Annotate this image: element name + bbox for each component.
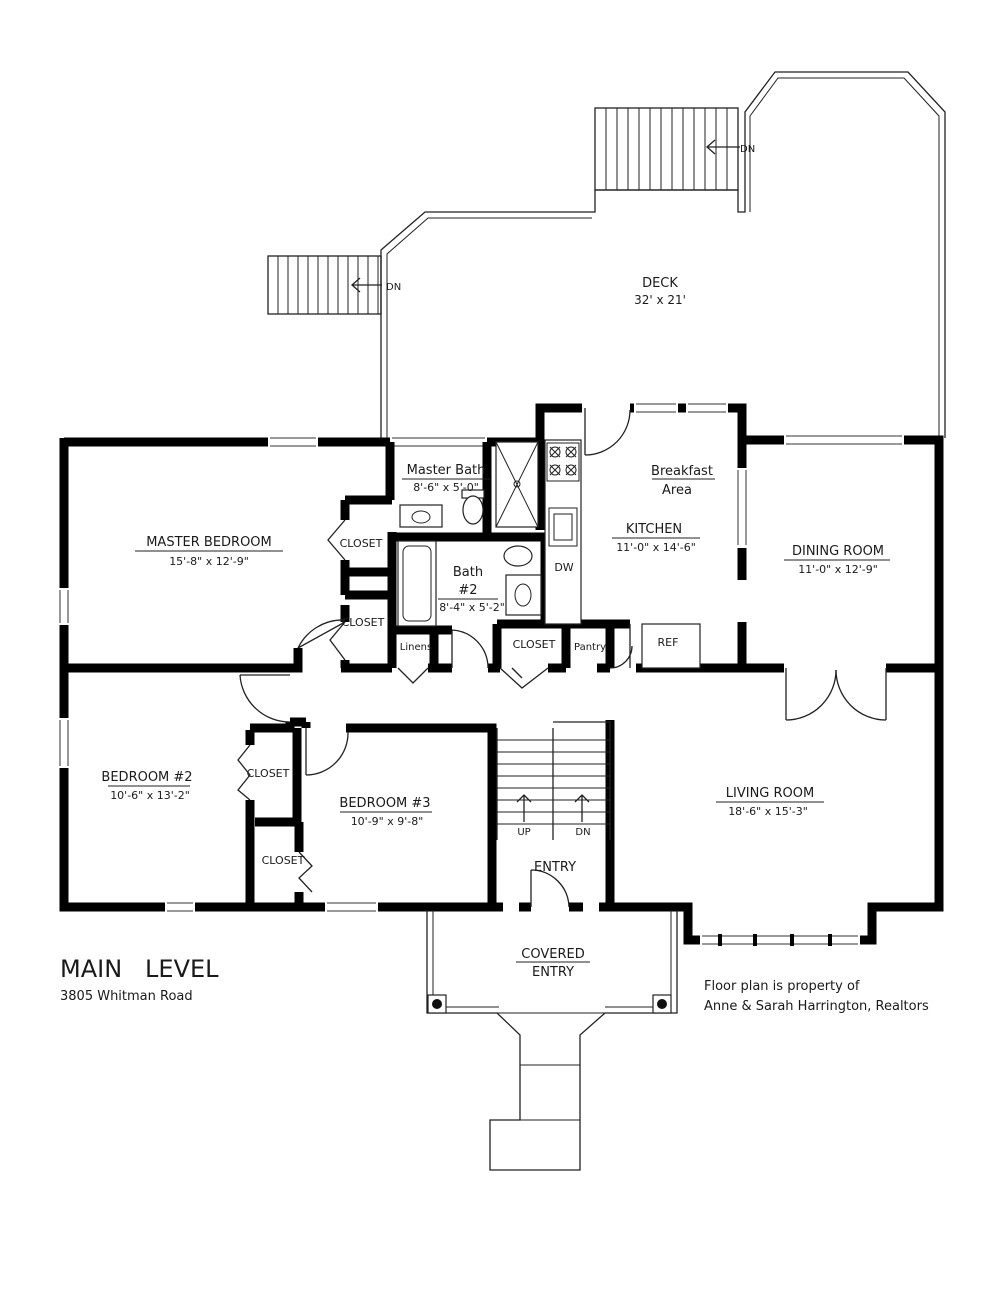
toilet-master [462,495,484,525]
small-labels: CLOSET CLOSET Linens CLOSET Pantry DW RE… [247,144,756,867]
deck-size: 32' x 21' [634,293,686,307]
living-room-name: LIVING ROOM [726,786,814,801]
footer: MAIN LEVEL 3805 Whitman Road Floor plan … [60,955,929,1014]
window-mullion [790,934,794,946]
living-room-size: 18'-6" x 15'-3" [728,805,808,818]
pantry-label: Pantry [574,642,606,653]
closet-label-master-2: CLOSET [342,616,385,629]
kitchen-size: 11'-0" x 14'-6" [616,541,696,554]
dining-room-size: 11'-0" x 12'-9" [798,563,878,576]
interior-walls [64,440,939,912]
exterior-walls [59,403,944,945]
bath2-name-1: Bath [453,565,483,580]
ref-label: REF [658,636,679,649]
bedroom3-size: 10'-9" x 9'-8" [351,815,424,828]
kitchen-name: KITCHEN [626,522,682,537]
window-mullion [718,934,722,946]
dining-room-name: DINING ROOM [792,544,884,559]
linens-label: Linens [400,642,432,653]
closet-label-bed3: CLOSET [262,854,305,867]
credit-line-1: Floor plan is property of [704,979,860,994]
dn-label-left: DN [386,282,401,293]
bath2-name-2: #2 [458,583,477,598]
bedroom2-name: BEDROOM #2 [101,770,192,785]
dw-label: DW [554,561,573,574]
deck [267,71,946,438]
bedroom3-name: BEDROOM #3 [339,796,430,811]
toilet-bath2 [503,545,533,567]
window-mullion [828,934,832,946]
master-bedroom-size: 15'-8" x 12'-9" [169,555,249,568]
dn-label-upper: DN [740,144,755,155]
master-bedroom-name: MASTER BEDROOM [146,535,272,550]
deck-stair-left [267,255,382,315]
doors [237,408,887,908]
closet-label-bed2: CLOSET [247,767,290,780]
master-bath-name: Master Bath [407,463,486,478]
tub [397,540,437,627]
fixtures [397,439,701,840]
refrigerator [641,623,701,669]
room-labels: DECK 32' x 21' MASTER BEDROOM 15'-8" x 1… [101,276,890,980]
deck-stair-upper [594,107,740,191]
windows [59,403,902,946]
covered-entry-name-2: ENTRY [532,965,574,980]
bath2-size: 8'-4" x 5'-2" [439,601,505,614]
credit-line-2: Anne & Sarah Harrington, Realtors [704,999,929,1014]
entry-stairs [496,721,611,840]
level-title: MAIN LEVEL [60,955,219,983]
breakfast-name-2: Area [662,483,692,498]
entry-name: ENTRY [534,860,576,875]
vanity-master [399,504,443,528]
master-bath-size: 8'-6" x 5'-0" [413,481,479,494]
closet-label-hall: CLOSET [513,638,556,651]
closet-label-master-1: CLOSET [340,537,383,550]
up-label-entry: UP [517,827,530,838]
dn-label-entry: DN [575,827,590,838]
breakfast-name-1: Breakfast [651,464,713,479]
bedroom2-size: 10'-6" x 13'-2" [110,789,190,802]
deck-name: DECK [642,276,678,291]
kitchen-counter [544,439,582,625]
covered-entry [426,910,678,1171]
covered-entry-name-1: COVERED [521,947,584,962]
address: 3805 Whitman Road [60,989,193,1004]
window-mullion [753,934,757,946]
